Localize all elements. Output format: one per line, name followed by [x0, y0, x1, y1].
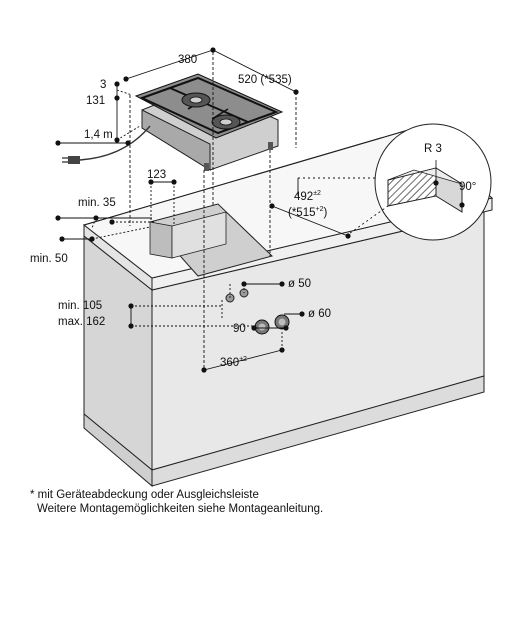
dimension-dots: [55, 47, 465, 373]
label-thickness-3: 3: [100, 79, 106, 91]
label-min-105: min. 105: [58, 300, 102, 312]
label-diameter-60: ø 60: [308, 308, 331, 320]
power-cable: [79, 125, 151, 161]
label-max-162: max. 162: [58, 316, 105, 328]
label-cutout-depth-alt: (*515+2): [288, 206, 327, 219]
label-knob-spacing-90: 90: [233, 323, 246, 335]
hob-front-face: [141, 109, 211, 171]
label-height-131: 131: [86, 95, 105, 107]
label-depth-520: 520 (*535): [238, 74, 292, 86]
hob-grate: [139, 76, 279, 135]
edge-detail-callout: [374, 123, 492, 241]
dimension-labels: 380 520 (*535) 3 131 1,4 m 123 min. 35 m…: [30, 54, 476, 369]
label-cable-length: 1,4 m: [84, 129, 113, 141]
label-cutout-width-360: 360±2: [220, 356, 247, 369]
dimension-lines: [58, 49, 389, 371]
cutout-inner-back: [171, 211, 227, 259]
cabinet-plinth-side: [83, 412, 153, 488]
label-radius-r3: R 3: [424, 143, 442, 155]
footnote-line-2: Weitere Montagemöglichkeiten siehe Monta…: [37, 503, 324, 515]
label-angle-90: 90°: [459, 181, 476, 193]
label-min-35: min. 35: [78, 197, 116, 209]
label-offset-123: 123: [147, 169, 166, 181]
label-cutout-depth: 492±2: [294, 190, 321, 203]
plug-icon: [62, 156, 80, 164]
countertop-cutout: [149, 203, 273, 277]
label-diameter-50: ø 50: [288, 278, 311, 290]
label-min-50: min. 50: [30, 253, 68, 265]
gas-hob: [62, 73, 284, 171]
cutout-inner-wall: [149, 221, 173, 259]
label-width-380: 380: [178, 54, 197, 66]
footnote-line-1: * mit Geräteabdeckung oder Ausgleichslei…: [30, 489, 259, 501]
